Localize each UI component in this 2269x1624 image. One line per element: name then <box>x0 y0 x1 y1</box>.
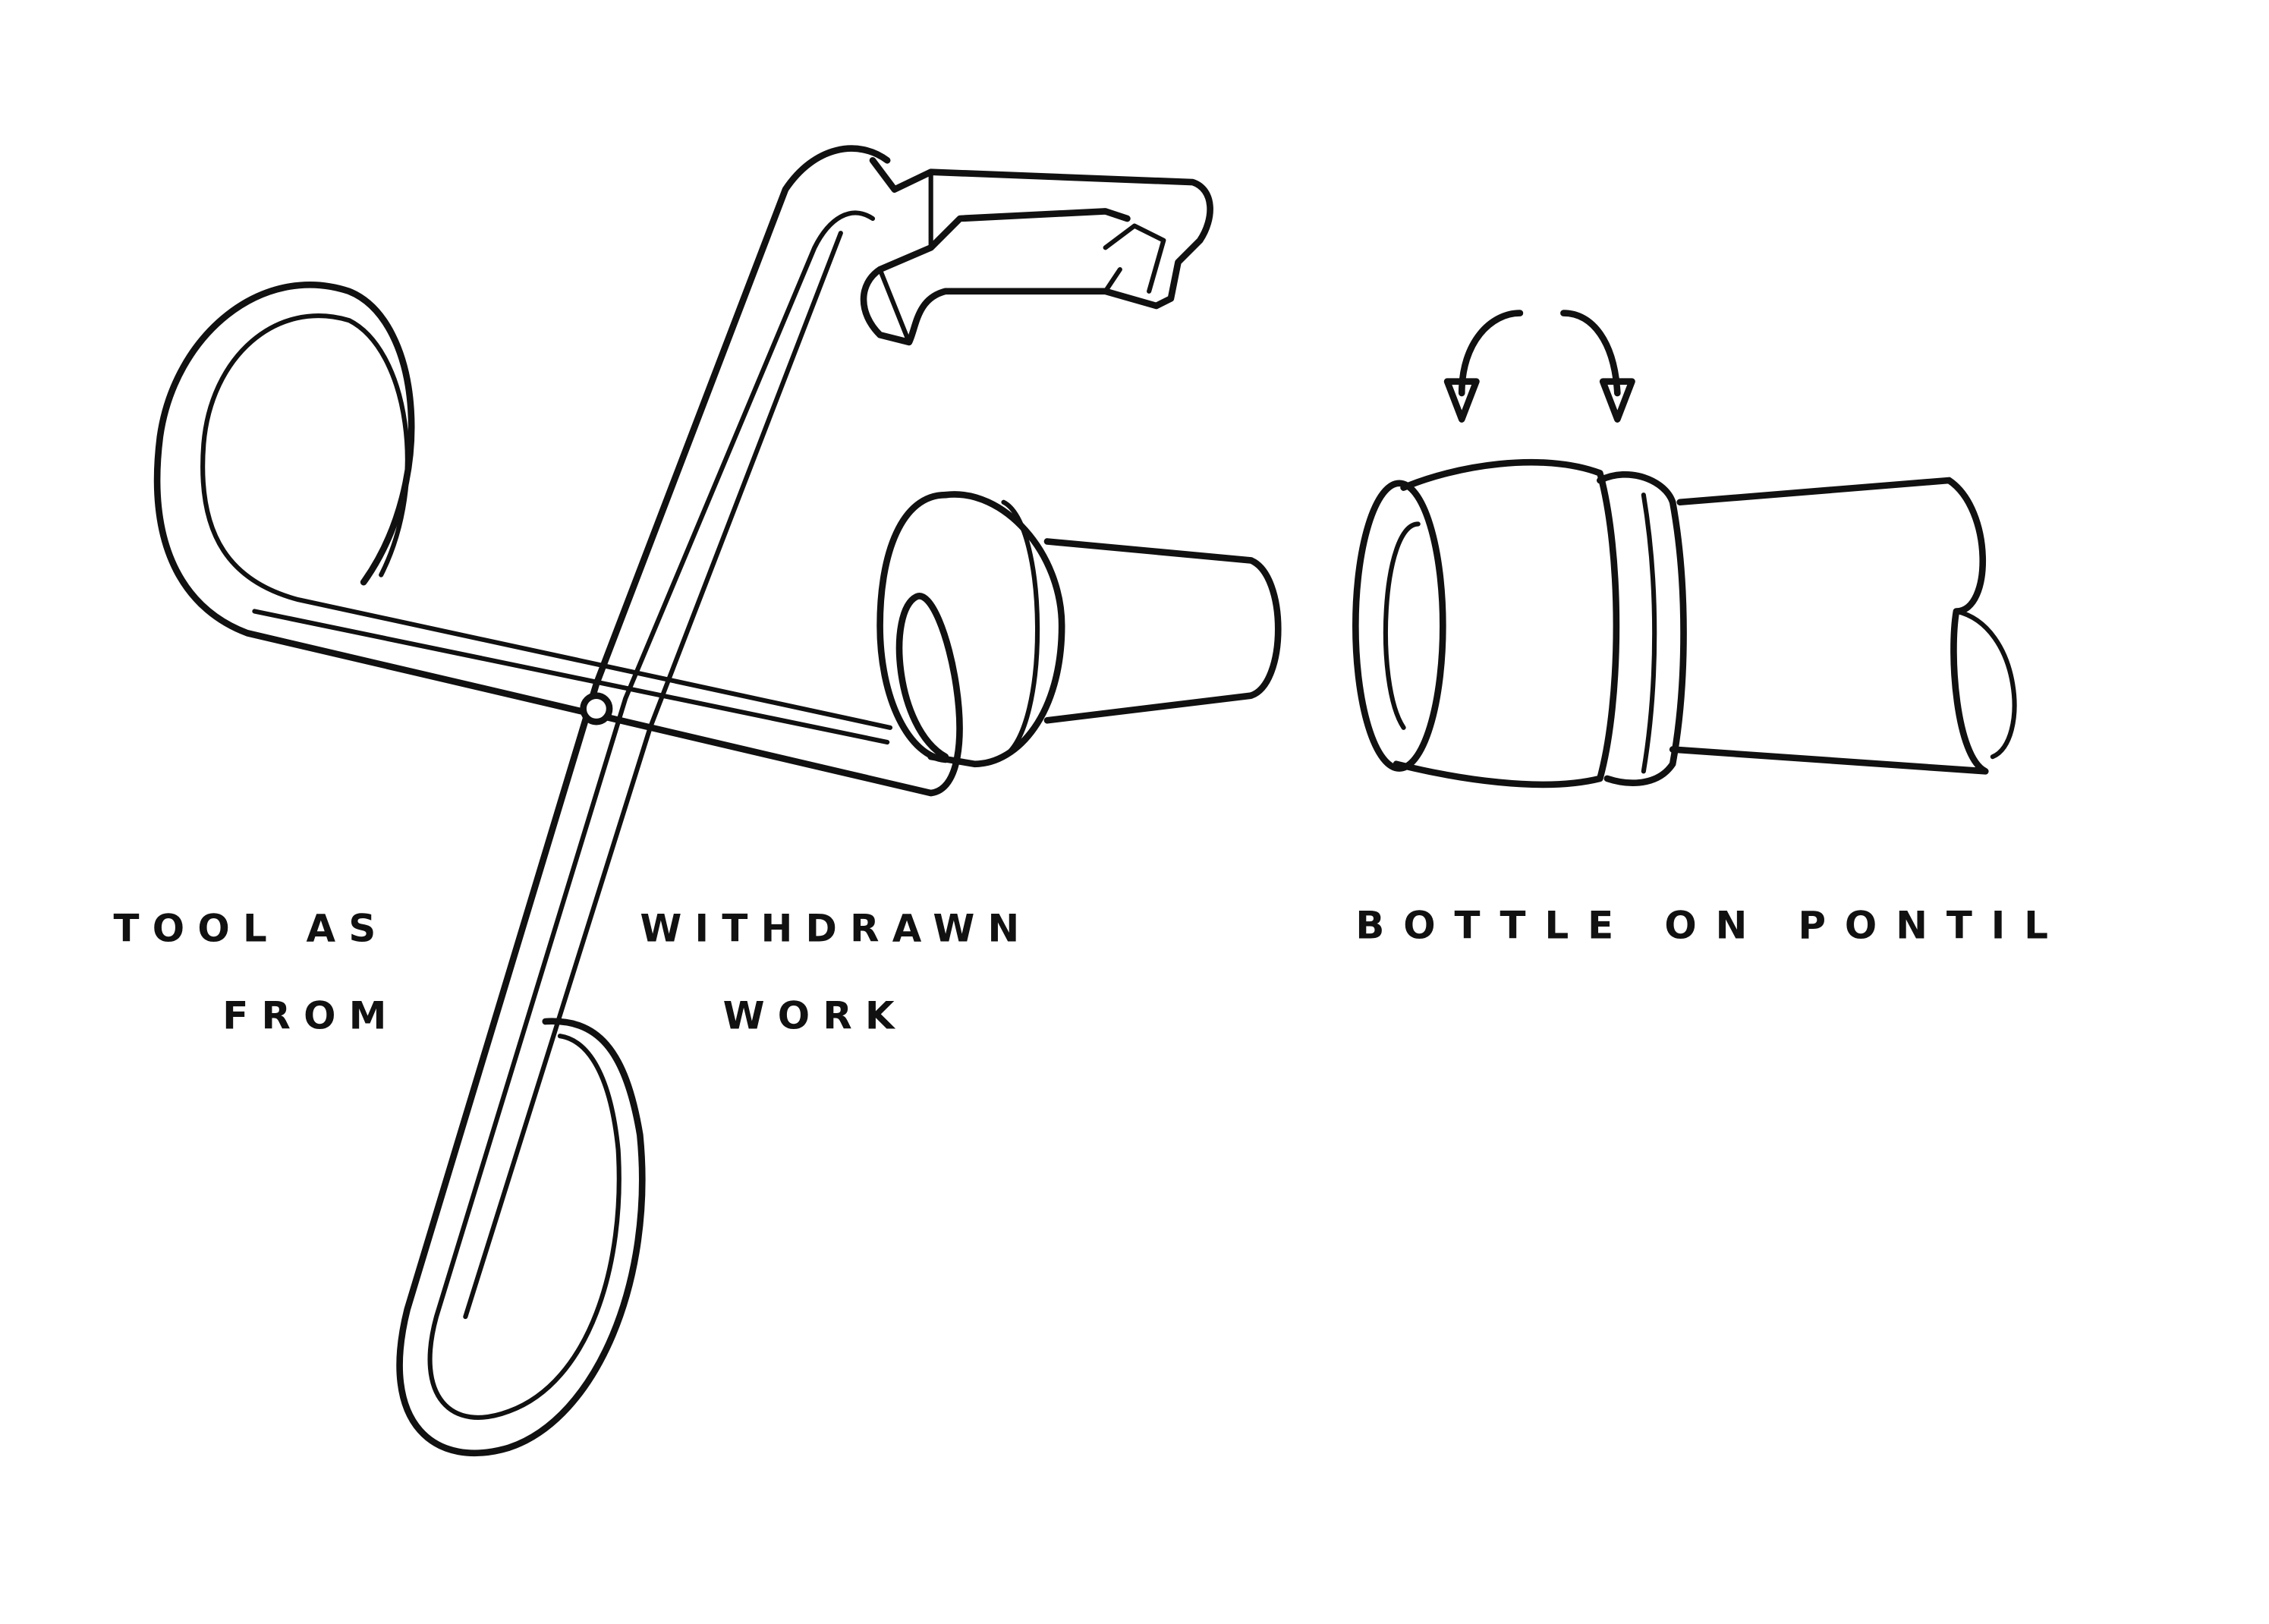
bottle-on-pontil <box>1352 310 2017 788</box>
pontil-rod <box>1669 477 1989 775</box>
caption-tool-as: TOOL AS <box>114 907 389 951</box>
rotation-arrow-icon <box>1458 310 1621 397</box>
caption-work: WORK <box>723 994 908 1038</box>
bottle-mouth <box>1352 480 1446 772</box>
tool-jaw <box>860 157 1213 346</box>
bottle-body <box>1393 458 1620 788</box>
caption-from: FROM <box>222 994 399 1038</box>
finishing-tool <box>153 145 1213 1457</box>
bottle-neck-cone <box>1043 538 1282 724</box>
tool-upper-spiral <box>153 282 963 797</box>
bottle-lip-ring <box>927 491 1065 768</box>
bottle-in-tool <box>876 491 1282 768</box>
caption-bottle-on-pontil: BOTTLE ON PONTIL <box>1355 904 2067 948</box>
pivot-rivet <box>580 692 613 725</box>
bottle-collar-ring <box>1597 471 1687 786</box>
tool-long-rod <box>396 145 891 1457</box>
caption-withdrawn: WITHDRAWN <box>640 907 1032 951</box>
